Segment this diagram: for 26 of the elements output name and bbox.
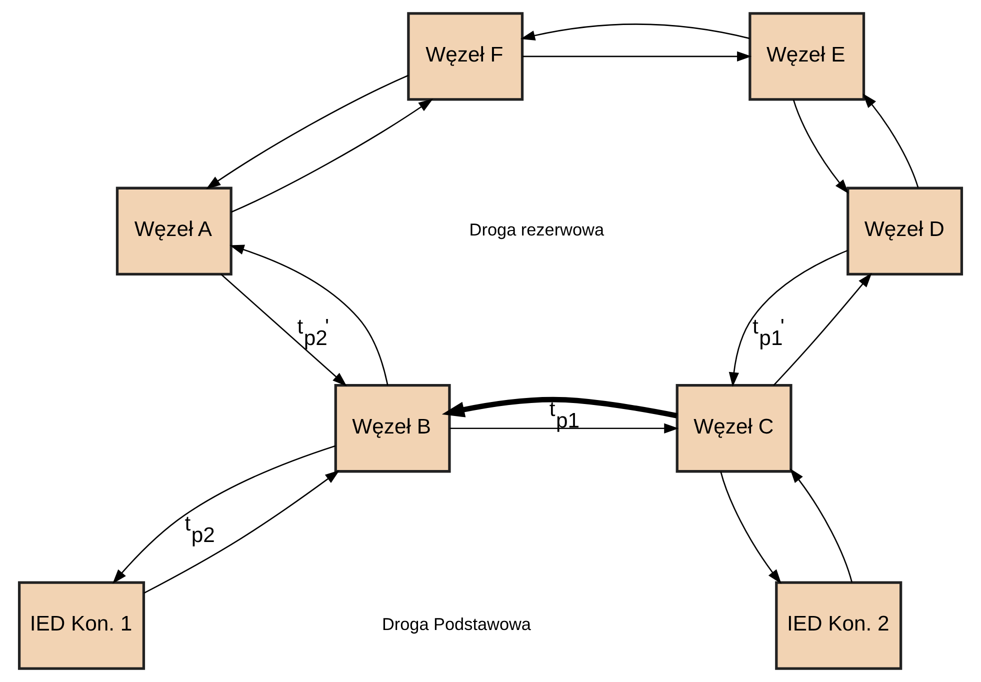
arrow: [220, 274, 347, 386]
node-box: Węzeł E: [748, 12, 866, 101]
label: Droga rezerwowa: [469, 220, 604, 240]
arrow: [230, 244, 388, 386]
arrow: [720, 471, 782, 584]
arrow: [230, 98, 434, 213]
node-box: IED Kon. 2: [775, 581, 902, 670]
arrow: [792, 100, 849, 194]
node-box: Węzeł C: [676, 384, 792, 473]
arrow: [206, 74, 409, 190]
node-box: Węzeł A: [116, 186, 232, 276]
arrow: [522, 51, 752, 62]
arrow: [790, 468, 853, 582]
node-box: Węzeł B: [334, 384, 451, 473]
arrow: [144, 470, 340, 594]
arrow: [112, 445, 336, 584]
arrow: [520, 24, 750, 41]
arrow: [862, 94, 919, 188]
arrow: [450, 423, 679, 434]
label: Droga Podstawowa: [382, 614, 532, 634]
node-box: IED Kon. 1: [18, 581, 146, 670]
node-box: Węzeł F: [407, 12, 524, 101]
arrow: [442, 396, 678, 418]
arrow: [728, 250, 848, 387]
node-box: Węzeł D: [846, 186, 964, 276]
arrow: [773, 272, 872, 386]
